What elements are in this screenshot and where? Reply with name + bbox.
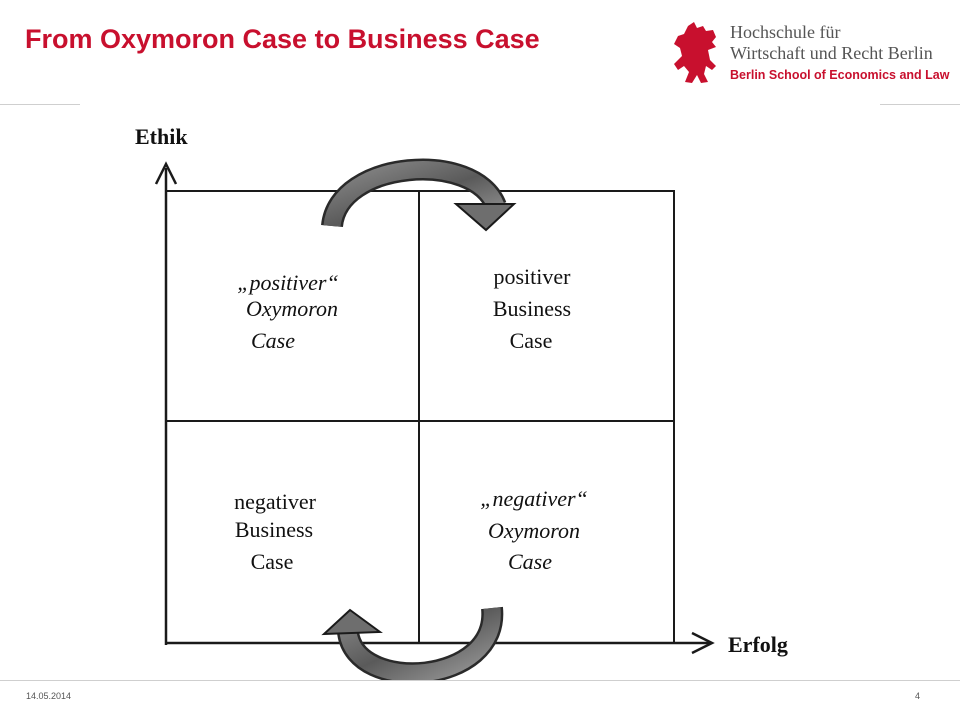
quadrant-bottom-left-line2: Business	[235, 517, 313, 542]
logo-line-3: Berlin School of Economics and Law	[730, 68, 950, 82]
quadrant-top-left-line3: Case	[251, 328, 295, 353]
ethics-success-matrix: Ethik Erfolg „positiver“ Oxymoron Case p…	[80, 100, 880, 680]
x-axis-label: Erfolg	[728, 632, 788, 657]
footer-date: 14.05.2014	[26, 691, 72, 701]
logo-line-2: Wirtschaft und Recht Berlin	[730, 43, 933, 63]
top-curved-arrow-icon	[321, 158, 517, 232]
quadrant-top-right-line1: positiver	[494, 264, 572, 289]
logo-line-1: Hochschule für	[730, 22, 841, 42]
quadrant-top-right-line3: Case	[510, 328, 553, 353]
quadrant-bottom-right-line3: Case	[508, 549, 552, 574]
slide-title: From Oxymoron Case to Business Case	[25, 24, 540, 54]
quadrant-bottom-left-line1: negativer	[234, 489, 317, 514]
quadrant-top-left-line2: Oxymoron	[246, 296, 338, 321]
bottom-curved-arrow-icon	[321, 606, 504, 680]
y-axis-label: Ethik	[135, 124, 188, 149]
footer-divider	[0, 680, 960, 681]
quadrant-bottom-right-line2: Oxymoron	[488, 518, 580, 543]
university-logo: Hochschule für Wirtschaft und Recht Berl…	[670, 20, 949, 90]
quadrant-bottom-left-line3: Case	[251, 549, 294, 574]
quadrant-bottom-right-line1: „negativer“	[480, 486, 588, 511]
quadrant-top-right-line2: Business	[493, 296, 571, 321]
page-number: 4	[914, 691, 920, 701]
quadrant-top-left-line1: „positiver“	[237, 270, 338, 295]
berlin-bear-icon	[674, 22, 716, 83]
